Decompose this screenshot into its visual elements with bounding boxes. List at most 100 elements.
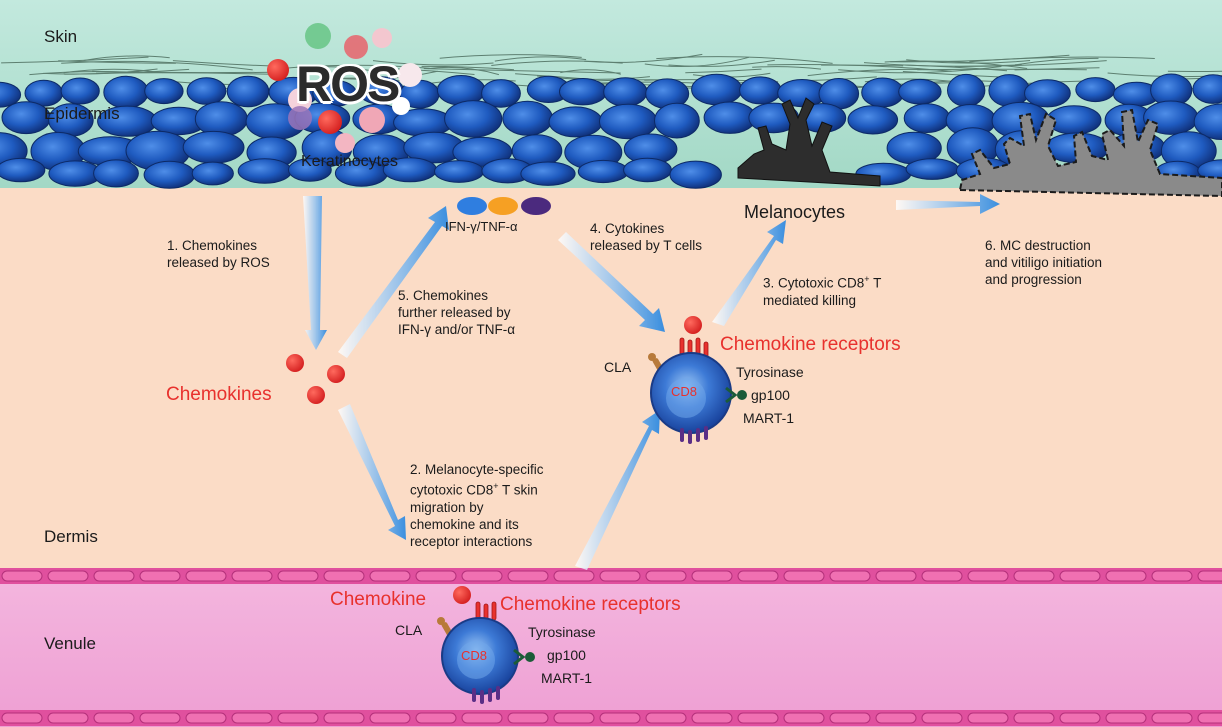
endothelial-cell (645, 712, 687, 724)
fiber-strand (890, 54, 1070, 63)
endothelial-cell (415, 712, 457, 724)
endothelial-cell (277, 712, 319, 724)
keratinocyte-cell (548, 106, 603, 138)
venule-antigen-gp100: gp100 (547, 647, 586, 663)
fiber-strand (685, 68, 762, 74)
venule-cla-label: CLA (395, 622, 423, 638)
keratinocyte-cell (905, 158, 959, 180)
fiber-strand (372, 60, 494, 66)
endothelial-cell (1059, 712, 1101, 724)
step-6-text: 6. MC destruction and vitiligo initiatio… (985, 238, 1103, 287)
keratinocyte-cell (144, 78, 184, 105)
keratinocyte-cell (898, 78, 942, 105)
keratinocyte-cell (434, 160, 484, 183)
keratinocyte-cell (452, 136, 513, 167)
chemokine-dots (286, 354, 345, 404)
keratinocyte-cell (623, 157, 672, 183)
endothelial-cell (1, 570, 43, 582)
keratinocyte-cell (520, 161, 576, 186)
arrow-step-2b (575, 410, 660, 570)
keratinocyte-cells (0, 73, 1222, 189)
keratinocyte-cell (186, 77, 227, 105)
keratinocyte-cell (577, 159, 629, 184)
dermis-cd8-label: CD8 (671, 384, 698, 399)
endothelial-cell (875, 570, 917, 582)
arrow-step-1 (303, 196, 327, 350)
step-1-text: 1. Chemokines released by ROS (167, 238, 270, 270)
endothelial-cell (645, 570, 687, 582)
melanocytes-label: Melanocytes (744, 202, 846, 222)
fiber-strand (92, 70, 289, 74)
fiber-strand (491, 60, 623, 66)
endothelial-cell (967, 570, 1009, 582)
fiber-strand (884, 60, 1028, 69)
endothelial-cell (323, 570, 365, 582)
dermis-antigen-gp100: gp100 (751, 387, 790, 403)
ros-particles (267, 23, 422, 153)
label-epidermis: Epidermis (44, 104, 120, 123)
process-arrows (303, 194, 1000, 570)
endothelial-cell (967, 712, 1009, 724)
endothelial-cell (737, 570, 779, 582)
keratinocyte-cell (947, 73, 986, 107)
label-dermis: Dermis (44, 527, 98, 546)
fiber-strand (668, 59, 775, 67)
arrow-step-6 (896, 194, 1000, 214)
keratinocyte-cell (481, 79, 521, 108)
step-2-text: 2. Melanocyte-specific cytotoxic CD8+ T … (410, 462, 544, 549)
step-3-text: 3. Cytotoxic CD8+ T mediated killing (763, 274, 882, 308)
endothelial-cell (231, 712, 273, 724)
endothelial-cell (323, 712, 365, 724)
keratinocyte-cell (691, 73, 743, 106)
keratinocyte-cell (703, 101, 757, 134)
arrow-step-5 (338, 206, 449, 358)
step-5-text: 5. Chemokines further released by IFN-γ … (398, 288, 516, 337)
endothelial-cell (369, 712, 411, 724)
arrow-step-2 (338, 404, 406, 540)
fiber-strand (421, 65, 515, 71)
cytokine-molecules (457, 197, 551, 215)
endothelial-cell (1197, 712, 1222, 724)
keratinocyte-cell (1192, 74, 1222, 104)
fiber-strand (83, 55, 170, 61)
label-venule: Venule (44, 634, 96, 653)
keratinocyte-cell (226, 75, 270, 108)
arrow-step-4 (558, 232, 665, 332)
keratinocyte-cell (1075, 77, 1116, 103)
endothelial-cell (553, 712, 595, 724)
fiber-strand (494, 56, 587, 62)
endothelial-cell (461, 712, 503, 724)
endothelial-cell (1197, 570, 1222, 582)
dermis-t-cell (648, 316, 747, 444)
label-skin: Skin (44, 27, 78, 46)
keratinocyte-cell (1024, 79, 1071, 108)
keratinocyte-cell (739, 76, 782, 105)
fiber-strand (1167, 70, 1222, 73)
keratinocyte-cell (847, 105, 899, 135)
fiber-strand (1, 56, 149, 64)
endothelial-cell (1105, 712, 1147, 724)
endothelial-cell (47, 712, 89, 724)
fiber-strand (656, 56, 833, 64)
venule-t-cell (437, 586, 535, 704)
dermis-receptors-label: Chemokine receptors (720, 334, 901, 355)
venule-chemokine-label: Chemokine (330, 589, 427, 610)
keratinocyte-cell (1, 101, 51, 135)
endothelial-cell (921, 712, 963, 724)
endothelial-cell (875, 712, 917, 724)
endothelial-cell (1013, 570, 1055, 582)
dermis-antigen-mart1: MART-1 (743, 410, 795, 426)
fiber-strand (281, 66, 383, 74)
endothelial-cell (1013, 712, 1055, 724)
venule-layer (0, 568, 1222, 727)
keratinocyte-cell (988, 74, 1031, 107)
endothelial-cell (139, 712, 181, 724)
endothelial-cell (415, 570, 457, 582)
keratinocyte-cell (288, 158, 332, 182)
keratinocytes-label: Keratinocytes (301, 153, 398, 170)
fiber-strand (560, 69, 621, 75)
endothelial-cell (185, 712, 227, 724)
venule-receptors-label: Chemokine receptors (500, 594, 681, 615)
keratinocyte-cell (502, 100, 553, 136)
